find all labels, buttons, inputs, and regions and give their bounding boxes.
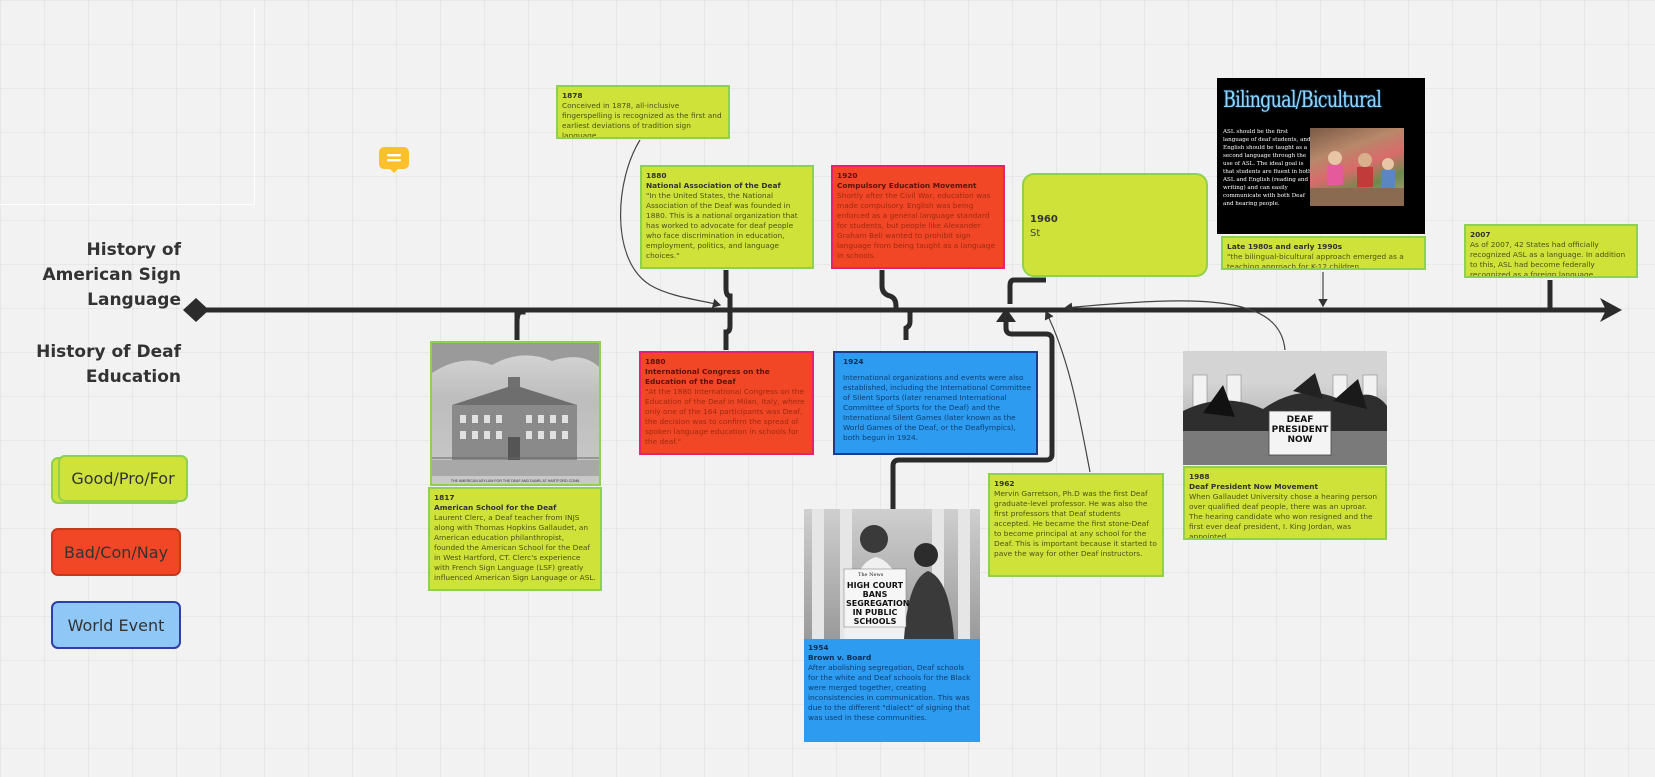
event-1880-nad[interactable]: 1880 National Association of the Deaf "I… [640, 165, 814, 269]
event-1988[interactable]: 1988 Deaf President Now Movement When Ga… [1183, 466, 1387, 540]
bilingual-bicultural-image[interactable]: Bilingual/Bicultural ASL should be the f… [1217, 78, 1425, 234]
legend-bad[interactable]: Bad/Con/Nay [51, 528, 181, 576]
event-year: 1924 [843, 357, 864, 366]
arrow-1988 [1063, 300, 1286, 351]
american-school-engraving[interactable]: THE AMERICAN ASYLUM FOR THE DEAF AND DUM… [430, 341, 601, 486]
legend-world[interactable]: World Event [51, 601, 181, 649]
event-1954[interactable]: 1954 Brown v. Board After abolishing seg… [804, 639, 980, 742]
connector-1880b [723, 312, 733, 350]
arrow-1962 [1044, 310, 1091, 473]
connector-1954-arrowhead [996, 308, 1016, 322]
event-year: 1880 [646, 171, 667, 180]
event-body: Mervin Garretson, Ph.D was the first Dea… [994, 489, 1157, 558]
comment-icon[interactable] [378, 146, 410, 173]
newspaper-headline: HIGH COURT BANS SEGREGATION IN PUBLIC SC… [846, 581, 910, 626]
event-late-1980s[interactable]: Late 1980s and early 1990s "the bilingua… [1221, 236, 1426, 270]
event-year: 1962 [994, 479, 1015, 488]
event-title: International Congress on the Education … [645, 367, 770, 386]
event-title: American School for the Deaf [434, 503, 557, 512]
timeline-start-diamond [183, 298, 209, 322]
event-1924[interactable]: 1924 International organizations and eve… [833, 351, 1038, 455]
event-title: Late 1980s and early 1990s [1227, 242, 1343, 251]
newspaper-masthead: The News [858, 572, 884, 578]
event-body: As of 2007, 42 States had officially rec… [1470, 240, 1626, 278]
event-body: Laurent Clerc, a Deaf teacher from INJS … [434, 513, 596, 582]
event-body: Conceived in 1878, all-inclusive fingers… [562, 101, 722, 139]
event-year: 1817 [434, 493, 455, 502]
arrow-1878 [620, 139, 722, 308]
event-year: 1988 [1189, 472, 1210, 481]
bilingual-text: ASL should be the first language of deaf… [1223, 129, 1312, 207]
event-title: Compulsory Education Movement [837, 181, 977, 190]
connector-1954 [890, 318, 1055, 510]
event-1960[interactable]: 1960 St [1022, 173, 1208, 277]
dpn-banner: DEAF PRESIDENT NOW [1271, 415, 1329, 445]
engraving-caption: THE AMERICAN ASYLUM FOR THE DEAF AND DUM… [450, 479, 581, 483]
connector-1880a [723, 270, 733, 312]
row-label-education: History of Deaf Education [36, 342, 181, 387]
connector-1924 [903, 312, 913, 340]
brown-v-board-photo[interactable]: The News HIGH COURT BANS SEGREGATION IN … [804, 509, 980, 639]
row-label-asl: History of American Sign Language [42, 240, 181, 310]
event-body: "At the 1880 International Congress on t… [645, 387, 805, 446]
classroom-photo [1310, 128, 1404, 206]
event-1817[interactable]: 1817 American School for the Deaf Lauren… [428, 487, 602, 591]
timeline-end-arrow [1600, 298, 1622, 322]
event-year: 1960 [1030, 214, 1058, 225]
event-title: Brown v. Board [808, 653, 872, 662]
event-title: Deaf President Now Movement [1189, 482, 1319, 491]
event-year: 1878 [562, 91, 583, 100]
connector-1960 [1007, 277, 1046, 304]
event-body: International organizations and events w… [843, 373, 1032, 442]
event-2007[interactable]: 2007 As of 2007, 42 States had officiall… [1464, 224, 1638, 278]
deaf-president-now-photo[interactable]: DEAF PRESIDENT NOW [1183, 351, 1387, 465]
event-1878[interactable]: 1878 Conceived in 1878, all-inclusive fi… [556, 85, 730, 139]
event-body: "In the United States, the National Asso… [646, 191, 798, 260]
legend-good[interactable]: Good/Pro/For [58, 455, 188, 502]
event-body: St [1030, 228, 1041, 239]
event-body: Shortly after the Civil War, education w… [837, 191, 996, 260]
event-title: National Association of the Deaf [646, 181, 781, 190]
frame-outline [0, 8, 255, 205]
event-year: 1920 [837, 171, 858, 180]
event-year: 1880 [645, 357, 666, 366]
event-1920[interactable]: 1920 Compulsory Education Movement Short… [831, 165, 1005, 269]
connector-1920 [879, 270, 899, 310]
event-year: 1954 [808, 643, 829, 652]
event-body: "the bilingual-bicultural approach emerg… [1227, 252, 1404, 270]
event-1880-congress[interactable]: 1880 International Congress on the Educa… [639, 351, 814, 455]
event-1962[interactable]: 1962 Mervin Garretson, Ph.D was the firs… [988, 473, 1164, 577]
event-year: 2007 [1470, 230, 1491, 239]
engraving-picture: THE AMERICAN ASYLUM FOR THE DEAF AND DUM… [432, 343, 599, 484]
event-body: When Gallaudet University chose a hearin… [1189, 492, 1378, 540]
bilingual-heading: Bilingual/Bicultural [1223, 88, 1382, 113]
event-body: After abolishing segregation, Deaf schoo… [808, 663, 971, 722]
